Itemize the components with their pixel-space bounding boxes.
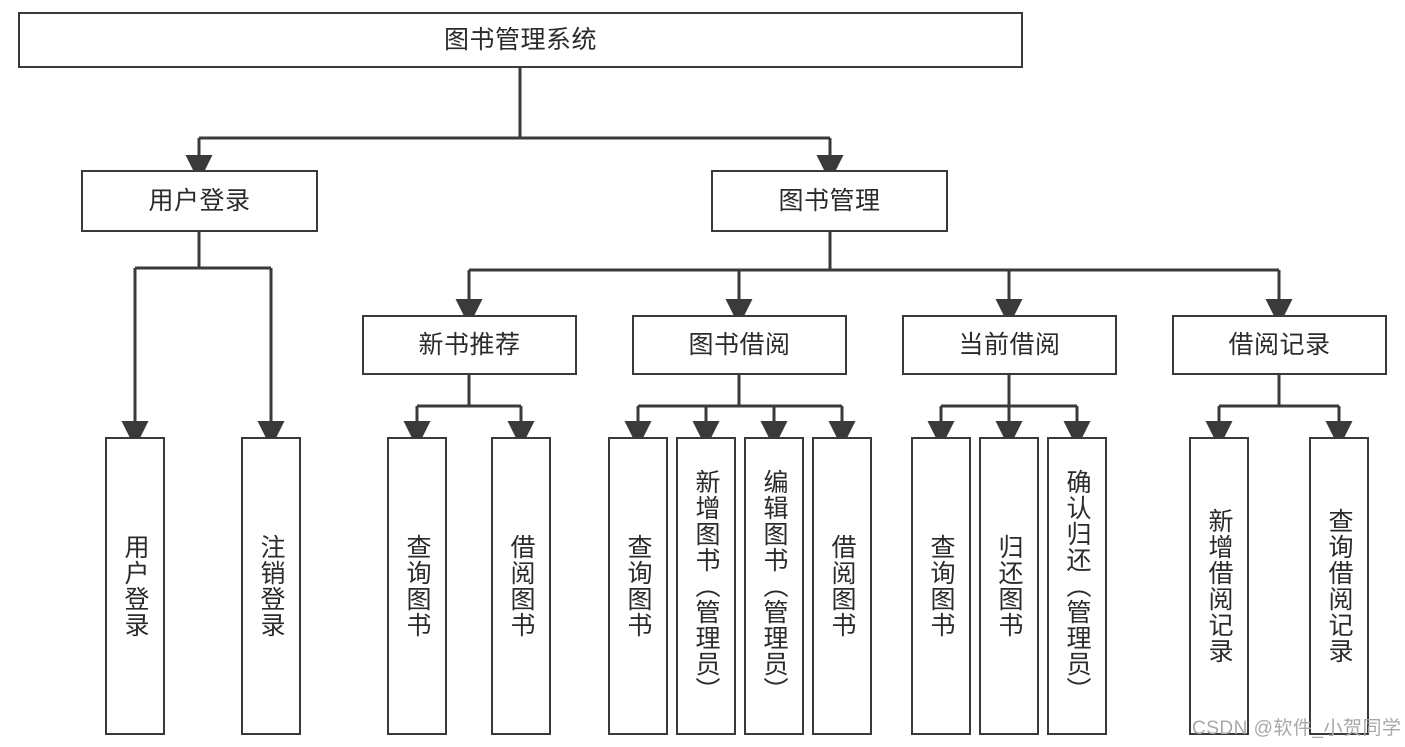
- node-book-manage[interactable]: 图书管理: [711, 170, 948, 232]
- node-label: 编辑图书（管理员）: [760, 469, 788, 703]
- node-label: 借阅图书: [828, 534, 856, 638]
- node-label: 当前借阅: [958, 331, 1061, 359]
- leaf-borrow-book-1[interactable]: 借阅图书: [491, 437, 551, 735]
- leaf-query-book-3[interactable]: 查询图书: [911, 437, 971, 735]
- leaf-edit-book[interactable]: 编辑图书（管理员）: [744, 437, 804, 735]
- node-label: 新增借阅记录: [1205, 508, 1233, 664]
- leaf-return-book[interactable]: 归还图书: [979, 437, 1039, 735]
- node-label: 图书管理系统: [443, 26, 597, 54]
- leaf-borrow-book-2[interactable]: 借阅图书: [812, 437, 872, 735]
- node-label: 图书管理: [778, 187, 881, 215]
- node-label: 查询图书: [624, 534, 652, 638]
- node-label: 归还图书: [995, 534, 1023, 638]
- node-borrow-record[interactable]: 借阅记录: [1172, 315, 1387, 375]
- node-user-login[interactable]: 用户登录: [81, 170, 318, 232]
- node-label: 新增图书（管理员）: [692, 469, 720, 703]
- node-label: 查询图书: [403, 534, 431, 638]
- leaf-query-book-2[interactable]: 查询图书: [608, 437, 668, 735]
- node-label: 借阅图书: [507, 534, 535, 638]
- node-label: 注销登录: [257, 534, 285, 638]
- node-book-borrow[interactable]: 图书借阅: [632, 315, 847, 375]
- watermark-text: CSDN @软件_小贺同学: [1192, 718, 1402, 739]
- node-label: 查询图书: [927, 534, 955, 638]
- node-new-book-rec[interactable]: 新书推荐: [362, 315, 577, 375]
- leaf-user-login[interactable]: 用户登录: [105, 437, 165, 735]
- node-label: 新书推荐: [418, 331, 521, 359]
- leaf-query-record[interactable]: 查询借阅记录: [1309, 437, 1369, 735]
- node-label: 查询借阅记录: [1325, 508, 1353, 664]
- node-label: 用户登录: [148, 187, 251, 215]
- leaf-confirm-return[interactable]: 确认归还（管理员）: [1047, 437, 1107, 735]
- node-root-system[interactable]: 图书管理系统: [18, 12, 1023, 68]
- node-label: 确认归还（管理员）: [1063, 469, 1091, 703]
- leaf-add-book[interactable]: 新增图书（管理员）: [676, 437, 736, 735]
- node-label: 用户登录: [121, 534, 149, 638]
- leaf-user-logout[interactable]: 注销登录: [241, 437, 301, 735]
- leaf-add-record[interactable]: 新增借阅记录: [1189, 437, 1249, 735]
- node-label: 图书借阅: [688, 331, 791, 359]
- leaf-query-book-1[interactable]: 查询图书: [387, 437, 447, 735]
- node-current-borrow[interactable]: 当前借阅: [902, 315, 1117, 375]
- node-label: 借阅记录: [1228, 331, 1331, 359]
